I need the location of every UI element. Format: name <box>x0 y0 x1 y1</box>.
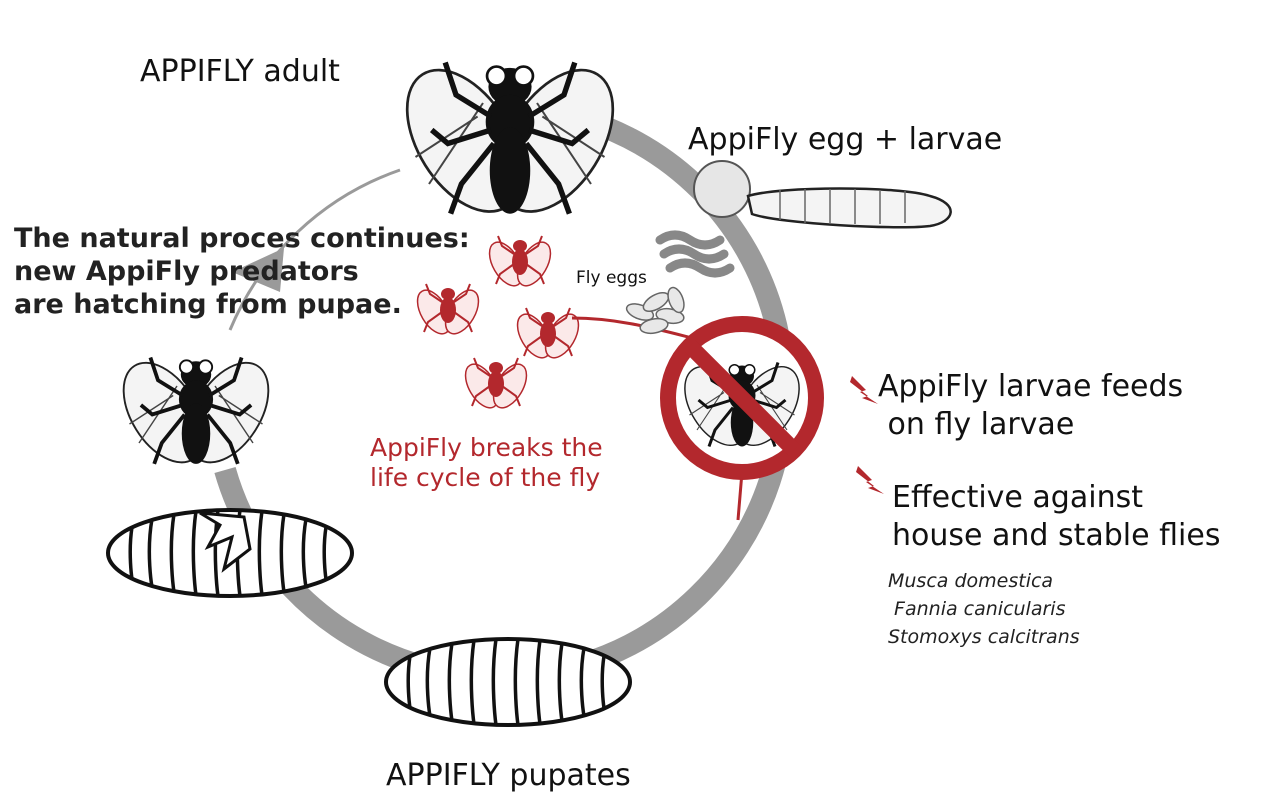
breaks-cycle-line: life cycle of the fly <box>370 463 603 493</box>
species-list: Musca domestica Fannia canicularis Stomo… <box>888 567 1080 651</box>
adult-label: APPIFLY adult <box>140 54 340 89</box>
feeds-text: AppiFly larvae feeds on fly larvae <box>878 368 1183 444</box>
species-item: Fannia canicularis <box>888 595 1080 623</box>
natural-process-line: are hatching from pupae. <box>14 288 470 321</box>
no-fly-prohibition-icon <box>668 324 816 520</box>
hatching-pupa-icon <box>108 510 352 596</box>
fly-eggs-icon <box>624 285 687 335</box>
natural-process-line: new AppiFly predators <box>14 255 470 288</box>
natural-process-text: The natural proces continues: new AppiFl… <box>14 222 470 321</box>
feeds-line: on fly larvae <box>878 406 1183 444</box>
pupates-label: APPIFLY pupates <box>386 758 631 793</box>
fly-eggs-label: Fly eggs <box>576 268 647 288</box>
species-item: Musca domestica <box>888 567 1080 595</box>
larva-icon <box>748 189 951 228</box>
effective-text: Effective against house and stable flies <box>892 479 1220 555</box>
breaks-cycle-text: AppiFly breaks the life cycle of the fly <box>370 433 603 493</box>
breaks-cycle-line: AppiFly breaks the <box>370 433 603 463</box>
natural-process-line: The natural proces continues: <box>14 222 470 255</box>
effective-line: house and stable flies <box>892 517 1220 555</box>
adult-fly-icon <box>384 50 637 231</box>
pupa-icon <box>386 639 630 725</box>
egg-icon <box>694 161 750 217</box>
species-item: Stomoxys calcitrans <box>888 623 1080 651</box>
feeds-line: AppiFly larvae feeds <box>878 368 1183 406</box>
effective-line: Effective against <box>892 479 1220 517</box>
egg-larvae-label: AppiFly egg + larvae <box>688 122 1002 157</box>
adult-fly-icon <box>107 349 285 477</box>
larvae-cluster-icon <box>660 235 730 273</box>
